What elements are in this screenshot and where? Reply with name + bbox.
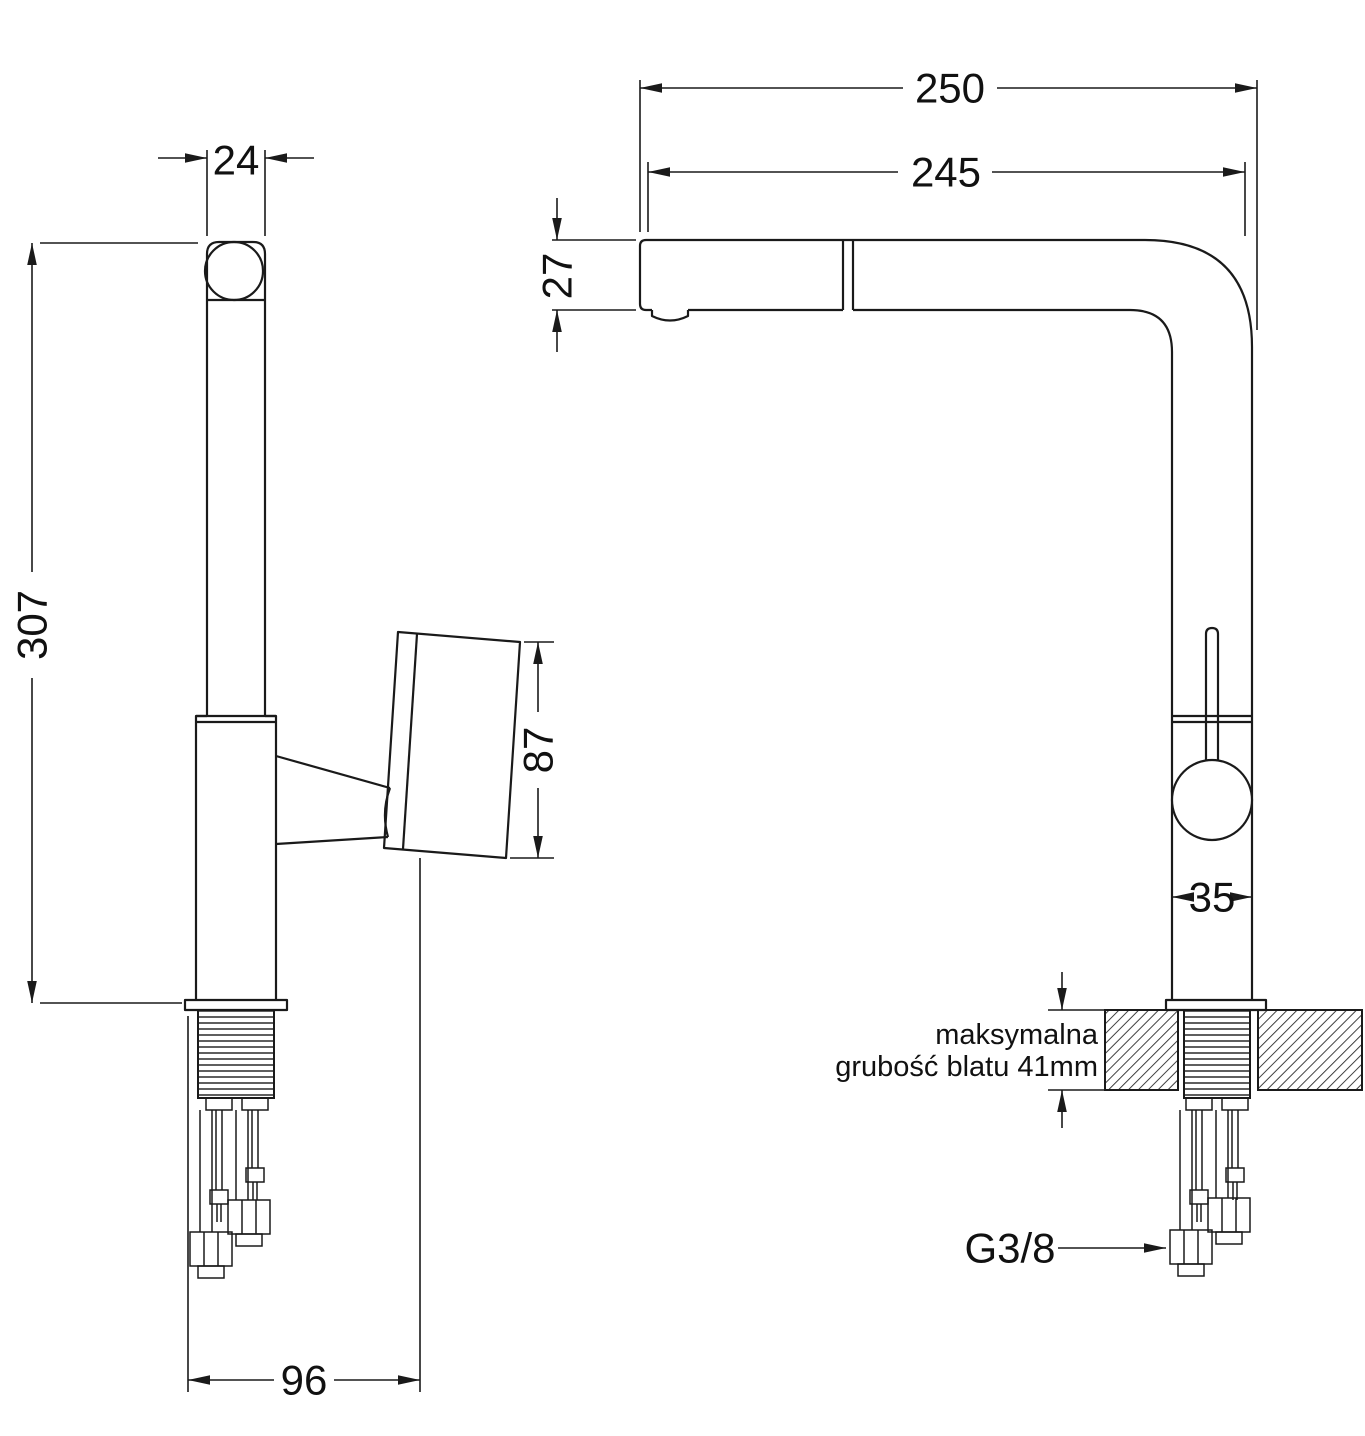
dim-base-depth: 96: [187, 858, 421, 1404]
lever-handle: [1204, 626, 1220, 760]
dim-base-depth-label: 96: [281, 1357, 328, 1404]
countertop-section: maksymalna grubość blatu 41mm: [835, 972, 1363, 1128]
dim-reach-overall: 250: [639, 65, 1258, 330]
counter-note-line1: maksymalna: [935, 1019, 1099, 1051]
aerator: [646, 308, 843, 322]
dim-body-width: 35: [1172, 874, 1252, 921]
lever-ball-joint: [1170, 758, 1254, 842]
dim-overall-height: 307: [9, 242, 198, 1004]
dim-spout-pipe-width-label: 24: [213, 137, 260, 184]
dim-body-width-label: 35: [1189, 874, 1236, 921]
dim-spout-pipe-width: 24: [158, 137, 314, 236]
dim-handle-length-label: 87: [515, 727, 562, 774]
dim-overall-height-label: 307: [9, 590, 56, 660]
dim-reach-spout: 245: [647, 149, 1246, 236]
dim-handle-length: 87: [510, 641, 562, 859]
base-flange: [183, 998, 289, 1012]
handle-paddle: [382, 630, 522, 860]
thread-size-label: G3/8: [964, 1225, 1055, 1272]
dim-reach-overall-label: 250: [915, 65, 985, 112]
dim-spout-end-height-label: 27: [534, 253, 581, 300]
front-view-mounting-hardware: [1169, 1097, 1251, 1277]
pullout-seam: [841, 240, 855, 310]
thread-size-callout: G3/8: [964, 1225, 1166, 1272]
side-view-mounting-hardware: [189, 1097, 271, 1279]
side-view-faucet-outline: [183, 240, 522, 1012]
threaded-shank: [1183, 1009, 1251, 1099]
dim-spout-end-height: 27: [534, 198, 636, 352]
counter-note-line2: grubość blatu 41mm: [835, 1051, 1098, 1083]
threaded-shank: [197, 1009, 275, 1099]
dim-reach-spout-label: 245: [911, 149, 981, 196]
side-view: 24 307 87 96: [9, 137, 562, 1404]
front-view: maksymalna grubość blatu 41mm G3/: [534, 65, 1363, 1277]
